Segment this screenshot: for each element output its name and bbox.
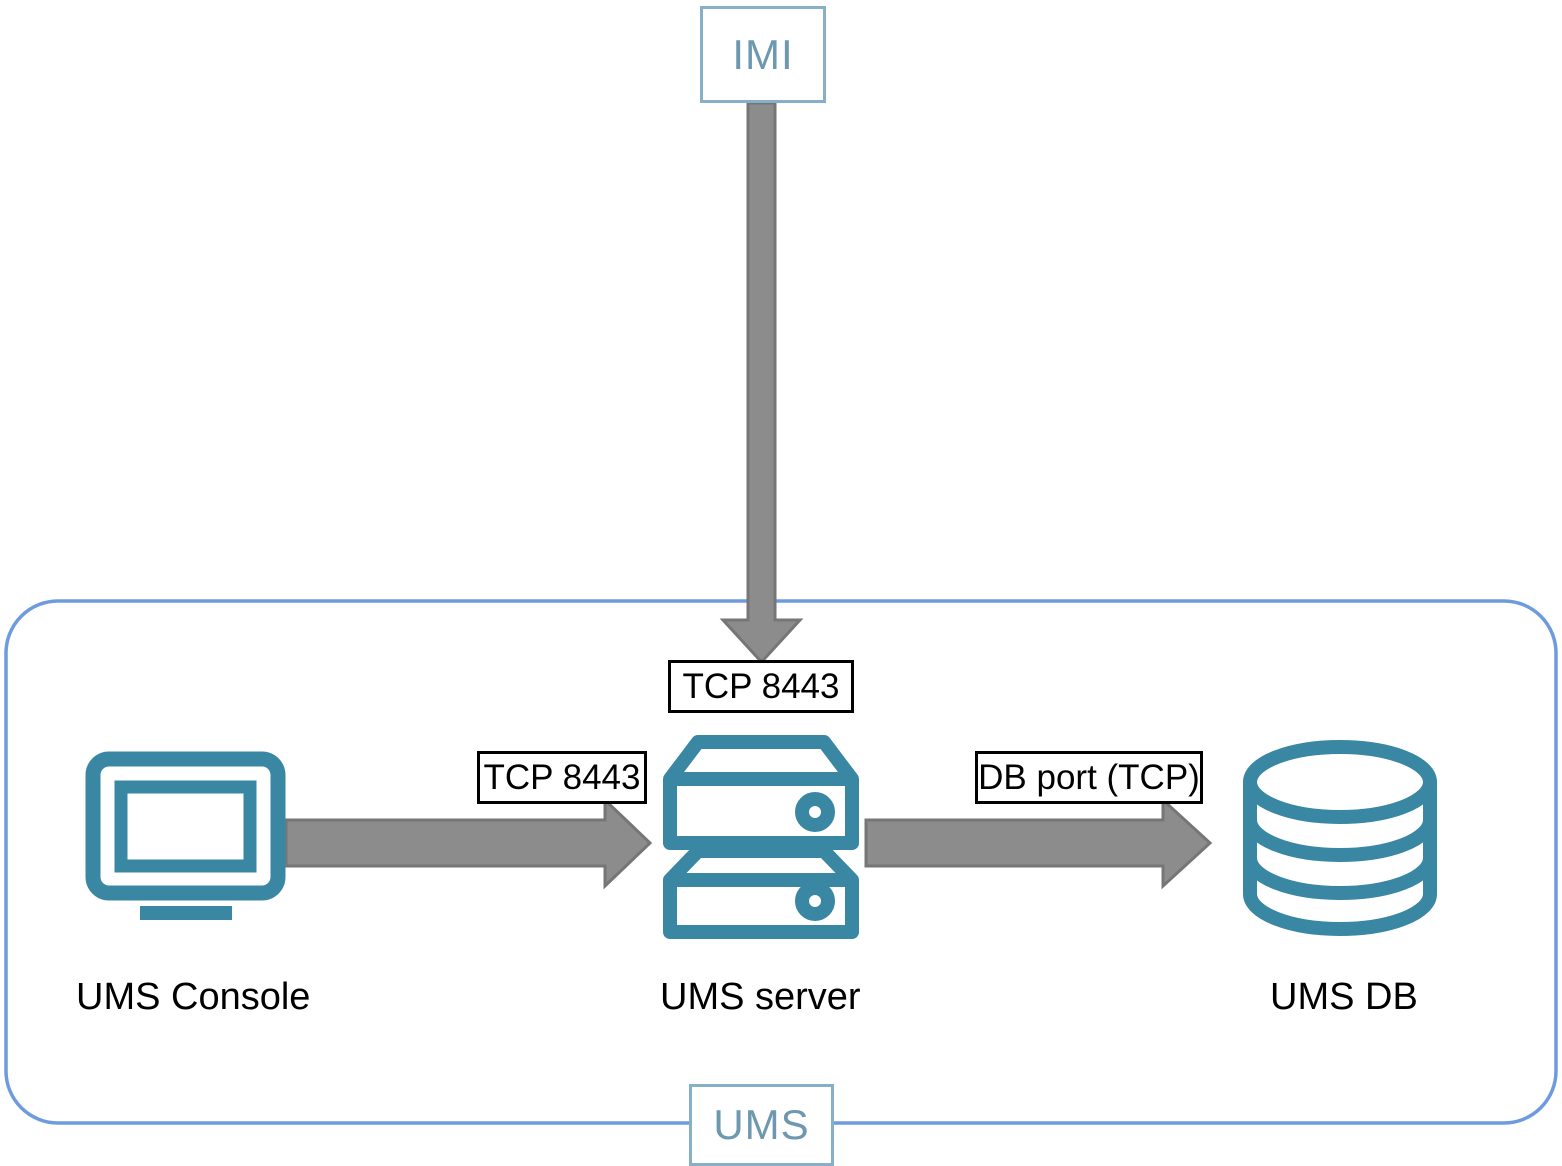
port-label-imi-to-server-text: TCP 8443 <box>682 667 840 706</box>
database-icon <box>1243 740 1437 936</box>
node-label-ums-server: UMS server <box>660 976 861 1018</box>
port-label-server-to-db: DB port (TCP) <box>975 751 1203 804</box>
connector-imi-to-server <box>719 101 804 665</box>
port-label-console-to-server-text: TCP 8443 <box>483 758 641 797</box>
port-label-imi-to-server: TCP 8443 <box>668 660 854 713</box>
monitor-icon <box>85 751 286 920</box>
node-label-ums-db: UMS DB <box>1270 976 1418 1018</box>
server-icon <box>663 735 859 939</box>
connector-server-to-db <box>864 796 1213 890</box>
connector-console-to-server <box>284 796 653 890</box>
imi-zone-tag-label: IMI <box>732 30 794 78</box>
node-label-ums-console: UMS Console <box>76 976 311 1018</box>
imi-zone-tag: IMI <box>700 6 826 103</box>
port-label-server-to-db-text: DB port (TCP) <box>978 758 1200 797</box>
ums-zone-tag-label: UMS <box>713 1101 810 1148</box>
ums-zone-tag: UMS <box>689 1084 834 1166</box>
port-label-console-to-server: TCP 8443 <box>477 751 647 804</box>
